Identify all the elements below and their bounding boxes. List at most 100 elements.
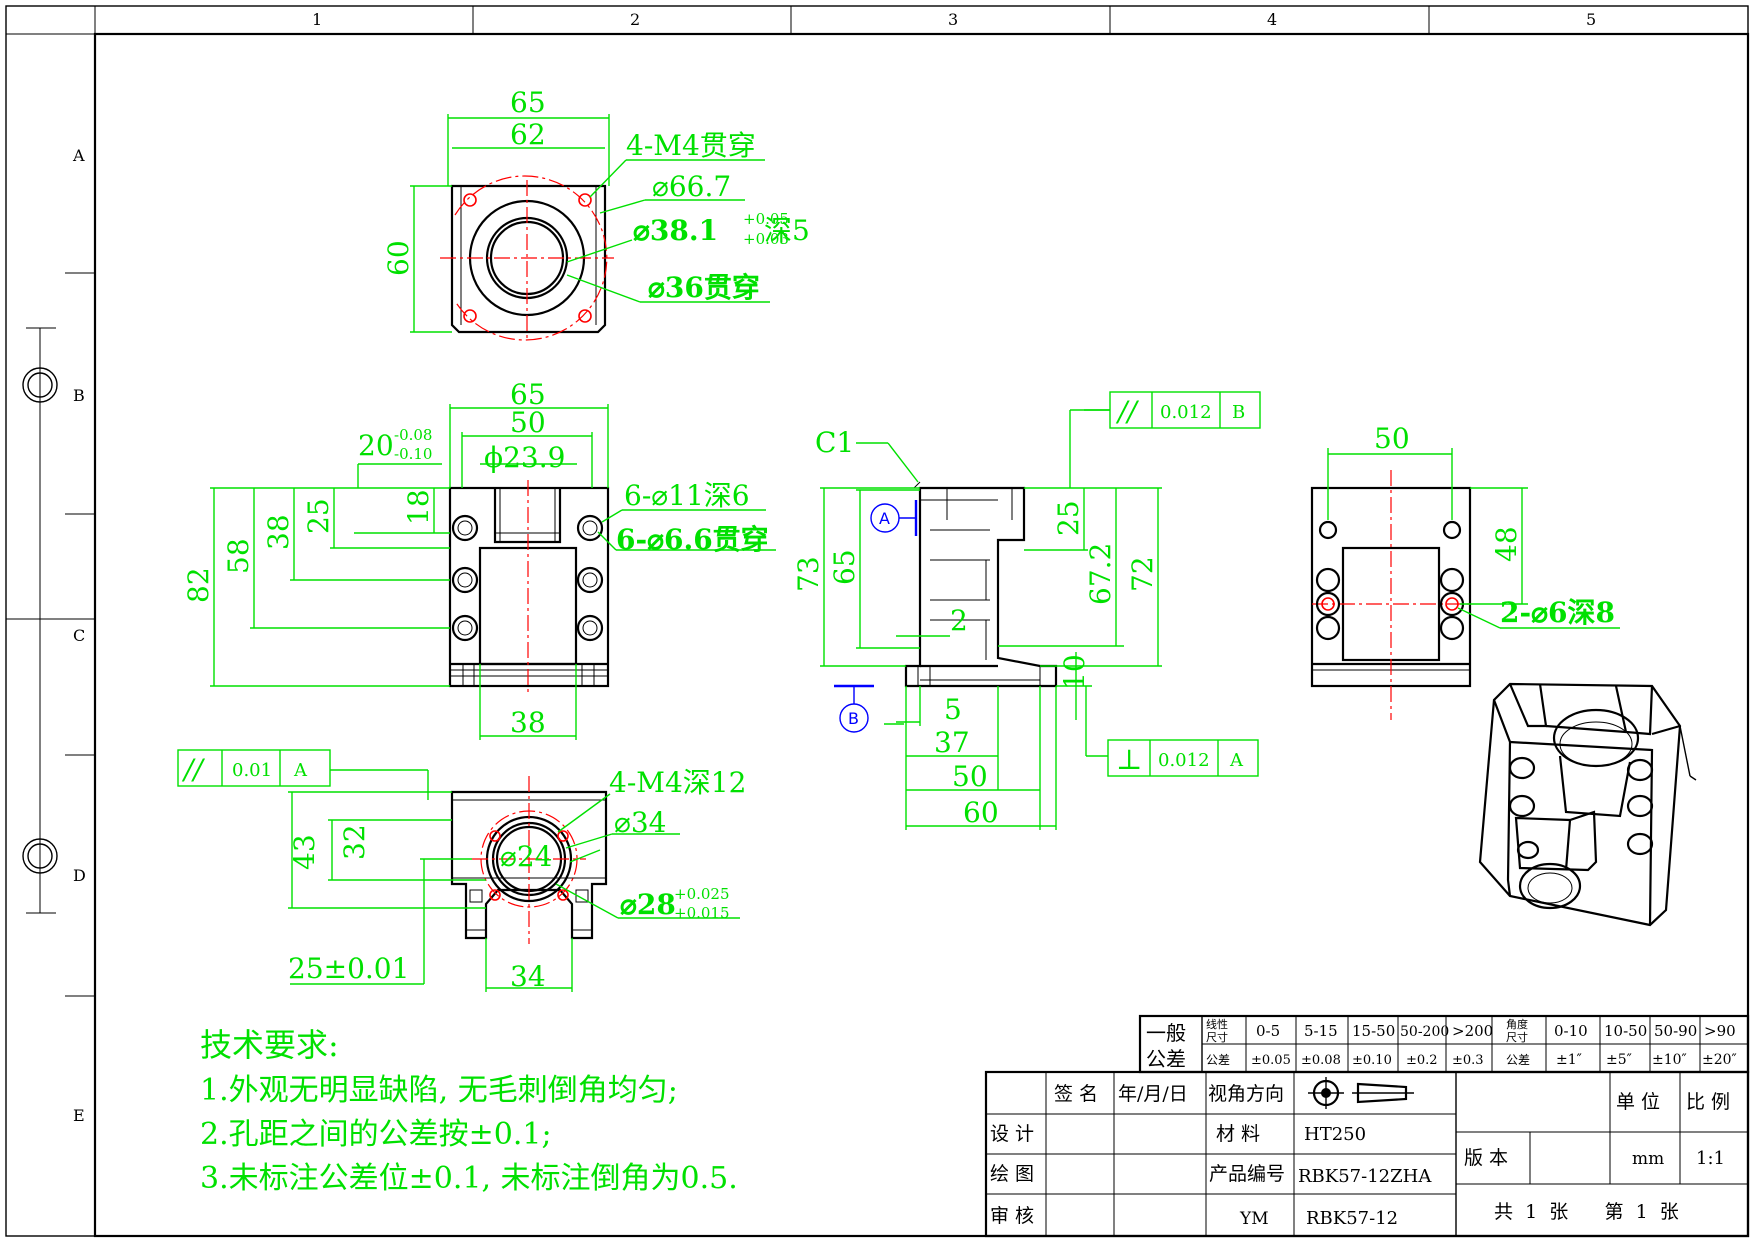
fcf-perp-a: ⊥ 0.012 A [1107, 739, 1259, 777]
counterbore-icon [576, 514, 604, 542]
technical-notes: 技术要求: 1.外观无明显缺陷, 无毛刺倒角均匀; 2.孔距之间的公差按±0.1… [200, 1026, 738, 1196]
side-dim-2: 2 [950, 604, 968, 637]
top-depth-5: 深5 [764, 214, 810, 247]
angle-label-1: 角度 [1506, 1017, 1528, 1031]
projection-symbol-icon [1308, 1077, 1414, 1109]
tb-scale: 比 例 [1686, 1091, 1730, 1113]
tol-label-linear: 公差 [1206, 1053, 1230, 1067]
frame-column-labels: 1 2 3 4 5 [312, 10, 1596, 29]
general-tol-label-2: 公差 [1146, 1047, 1186, 1071]
fcf-perp-tol: 0.012 [1158, 750, 1210, 771]
angle-label-2: 尺寸 [1506, 1030, 1528, 1044]
col-label-4: 4 [1267, 10, 1277, 29]
notes-line-2: 2.孔距之间的公差按±0.1; [200, 1117, 552, 1152]
bottom-dim-34: 34 [510, 960, 546, 993]
thread-hole-icon [489, 889, 501, 901]
side-dim-67-2: 67.2 [1084, 543, 1117, 605]
top-dia-66-7: ⌀66.7 [652, 170, 731, 203]
tol-label-angle: 公差 [1506, 1053, 1530, 1067]
side-chamfer-label: C1 [815, 426, 854, 459]
thread-hole-icon [578, 309, 592, 323]
fcf-perp-symbol: ⊥ [1116, 743, 1142, 776]
front-dim-82: 82 [182, 567, 215, 603]
tb-part-no-label: 产品编号 [1209, 1163, 1285, 1185]
side-datum-b: B [834, 684, 904, 733]
angle-range-3: 50-90 [1654, 1022, 1697, 1040]
side-dim-73: 73 [792, 556, 825, 592]
frame-row-labels: A B C D E [72, 146, 86, 1125]
linear-tol-3: ±0.10 [1352, 1053, 1392, 1068]
fcf-parallel-b: // 0.012 B [1109, 391, 1261, 429]
front-dim-20-tol-dn: -0.10 [394, 445, 432, 463]
linear-range-3: 15-50 [1352, 1022, 1395, 1040]
front-dia-23-9: ϕ23.9 [484, 441, 565, 474]
tb-material-label: 材 料 [1216, 1123, 1260, 1145]
tb-unit-value: mm [1632, 1149, 1664, 1169]
top-dia-38-1-tol-up: +0.05 [743, 210, 789, 228]
counterbore-icon [451, 566, 479, 594]
linear-range-5: >200 [1452, 1022, 1493, 1040]
angle-tol-3: ±10″ [1652, 1052, 1687, 1068]
isometric-view [1478, 682, 1697, 927]
angle-range-4: >90 [1704, 1022, 1736, 1040]
linear-range-2: 5-15 [1304, 1022, 1338, 1040]
fcf-parallel-symbol: // [1115, 395, 1139, 428]
top-dia-38-1-tol-dn: +0.03 [743, 230, 789, 248]
fcf-bottom-tol: 0.01 [232, 760, 272, 781]
linear-range-4: 50-200 [1400, 1024, 1449, 1040]
col-label-3: 3 [948, 10, 958, 29]
bolt-hole-icon [1439, 567, 1465, 593]
top-view-dims: 65 62 60 4-M4贯穿 ⌀66.7 ⌀38.1 +0.05 +0.03 … [382, 86, 810, 333]
tb-sheets: 共 1 张 第 1 张 [1494, 1201, 1679, 1223]
front-counterbore-label: 6-⌀11深6 [624, 479, 750, 512]
col-label-5: 5 [1586, 10, 1596, 29]
tb-part-no: RBK57-12ZHA [1298, 1166, 1432, 1187]
thread-hole-icon [578, 193, 592, 207]
counterbore-icon [576, 566, 604, 594]
bolt-hole-icon [1439, 615, 1465, 641]
counterbore-icon [576, 614, 604, 642]
fcf-perp-ref: A [1229, 750, 1244, 771]
side-dim-25: 25 [1052, 500, 1085, 536]
bolt-hole-icon [1315, 615, 1341, 641]
bottom-dia-28-tol-up: +0.025 [674, 885, 730, 903]
linear-tol-1: ±0.05 [1251, 1053, 1291, 1068]
linear-tol-4: ±0.2 [1406, 1053, 1438, 1068]
tb-date: 年/月/日 [1118, 1083, 1188, 1105]
datum-b-label: B [848, 709, 859, 728]
datum-b-icon [839, 703, 869, 733]
fcf-parallel-ref: B [1232, 402, 1245, 423]
front-dim-38-bottom: 38 [510, 706, 546, 739]
top-dia-36: ⌀36贯穿 [648, 271, 760, 304]
front-dim-65: 65 [510, 378, 546, 411]
datum-a-label: A [879, 509, 890, 528]
linear-range-1: 0-5 [1256, 1022, 1280, 1040]
fcf-parallel-tol: 0.012 [1160, 402, 1212, 423]
fcf-bottom-ref: A [293, 760, 308, 781]
front-dim-50: 50 [510, 406, 546, 439]
notes-title: 技术要求: [200, 1026, 339, 1064]
counterbore-icon [451, 614, 479, 642]
front-dim-25: 25 [302, 498, 335, 534]
linear-tol-2: ±0.08 [1301, 1053, 1341, 1068]
side-view [904, 481, 1058, 688]
linear-label-2: 尺寸 [1206, 1030, 1228, 1044]
bottom-dia-34: ⌀34 [614, 806, 667, 839]
tb-unit: 单 位 [1616, 1091, 1660, 1113]
tb-scale-value: 1:1 [1696, 1148, 1725, 1169]
fcf-parallel-a: // 0.01 A [177, 749, 331, 787]
angle-range-1: 0-10 [1554, 1022, 1588, 1040]
top-view [440, 175, 614, 341]
notes-line-3: 3.未标注公差位±0.1, 未标注倒角为0.5. [200, 1161, 738, 1196]
front-thru-label: 6-⌀6.6贯穿 [616, 523, 769, 556]
thread-hole-icon [489, 830, 501, 842]
angle-tol-4: ±20″ [1702, 1052, 1737, 1068]
tb-design: 设 计 [990, 1123, 1034, 1145]
front-dim-58: 58 [222, 538, 255, 574]
side-dim-5: 5 [944, 693, 962, 726]
thread-hole-icon [463, 309, 477, 323]
front-view [448, 480, 610, 692]
tb-check: 审 核 [990, 1205, 1034, 1227]
angle-tol-2: ±5″ [1606, 1052, 1632, 1068]
